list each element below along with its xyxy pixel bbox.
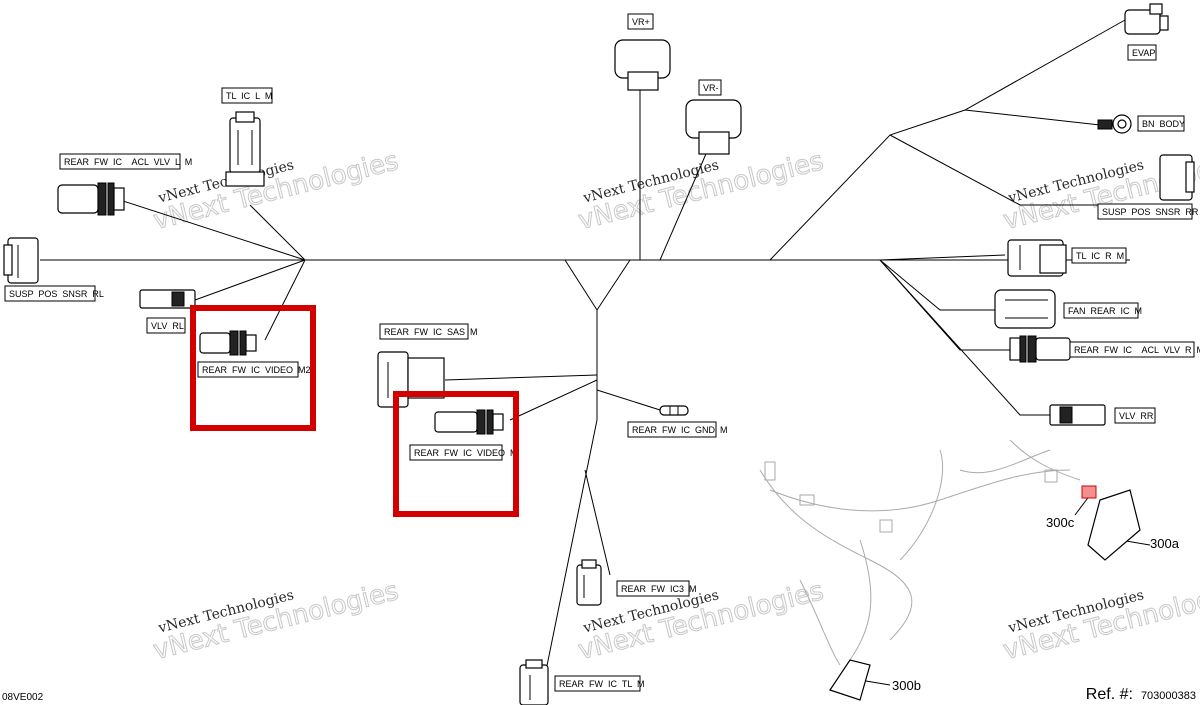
connector-acl-vlv-l-icon	[57, 182, 125, 216]
label-susp-pos-rr: SUSP POS SNSR RR	[1102, 207, 1199, 217]
label-bn-body: BN BODY	[1142, 119, 1185, 129]
label-vlv-rl: VLV RL	[151, 321, 184, 331]
callout-300b: 300b	[892, 678, 921, 693]
label-tl-ic-l-m: TL IC L M	[226, 91, 272, 101]
label-sas-m: REAR FW IC SAS M	[384, 327, 478, 337]
highlight-boxes	[190, 305, 519, 517]
connector-susp-pos-rl-icon	[3, 237, 39, 284]
harness-overview-drawing	[759, 439, 1141, 701]
connector-susp-pos-rr-icon	[1159, 154, 1195, 201]
label-acl-vlv-r: REAR FW IC ACL VLV R M	[1074, 345, 1200, 355]
connector-gnd-icon	[659, 405, 689, 416]
label-gnd-m: REAR FW IC GND M	[632, 425, 728, 435]
connector-vlv-rr-icon	[1049, 404, 1106, 426]
connector-fan-rear-icon	[994, 289, 1056, 329]
connector-video-m-icon	[434, 409, 504, 435]
connector-ic3-icon	[576, 559, 602, 606]
connector-graphics-left	[3, 111, 265, 356]
connector-vr-plus-icon	[614, 39, 671, 91]
harness-wires	[40, 19, 1160, 701]
connector-tl-m-icon	[519, 659, 549, 705]
part-callouts: 300a 300b 300c	[892, 515, 1180, 693]
connector-evap-icon	[1124, 3, 1169, 35]
reference-number: Ref. #: 703000383	[1086, 686, 1196, 704]
label-video-m2: REAR FW IC VIDEO M2	[202, 365, 311, 375]
connector-vlv-rl-icon	[139, 289, 196, 309]
callout-300a: 300a	[1150, 536, 1180, 551]
connector-graphics-center	[377, 39, 742, 705]
connector-sas-icon	[377, 351, 445, 408]
label-vr-minus: VR-	[703, 83, 719, 93]
highlight-video-m	[393, 391, 519, 517]
ref-label: Ref. #:	[1085, 686, 1133, 703]
label-tl-m: REAR FW IC TL M	[559, 679, 645, 689]
connector-tl-ic-l-m-icon	[225, 111, 265, 187]
connector-vr-minus-icon	[685, 99, 742, 155]
label-ic3-m: REAR FW IC3 M	[621, 584, 697, 594]
connector-bn-body-icon	[1097, 114, 1132, 134]
callout-300c: 300c	[1046, 515, 1075, 530]
label-vr-plus: VR+	[632, 17, 650, 27]
label-fan-rear: FAN REAR IC M	[1068, 306, 1142, 316]
highlight-video-m2	[190, 305, 316, 431]
diagram-code: 08VE002	[2, 692, 44, 703]
label-acl-vlv-l: REAR FW IC ACL VLV L M	[64, 157, 192, 167]
label-evap: EVAP	[1132, 48, 1155, 58]
label-video-m: REAR FW IC VIDEO M	[414, 448, 518, 458]
connector-video-m2-icon	[199, 330, 257, 356]
ref-value: 703000383	[1140, 690, 1196, 702]
connector-acl-vlv-r-icon	[1009, 335, 1071, 363]
label-tl-ic-r-m: TL IC R M	[1076, 251, 1124, 261]
label-susp-pos-rl: SUSP POS SNSR RL	[9, 289, 104, 299]
label-vlv-rr: VLV RR	[1119, 411, 1154, 421]
connector-tl-ic-r-m-icon	[1007, 239, 1067, 277]
connector-labels: TL IC L M REAR FW IC ACL VLV L M SUSP PO…	[4, 13, 1200, 692]
